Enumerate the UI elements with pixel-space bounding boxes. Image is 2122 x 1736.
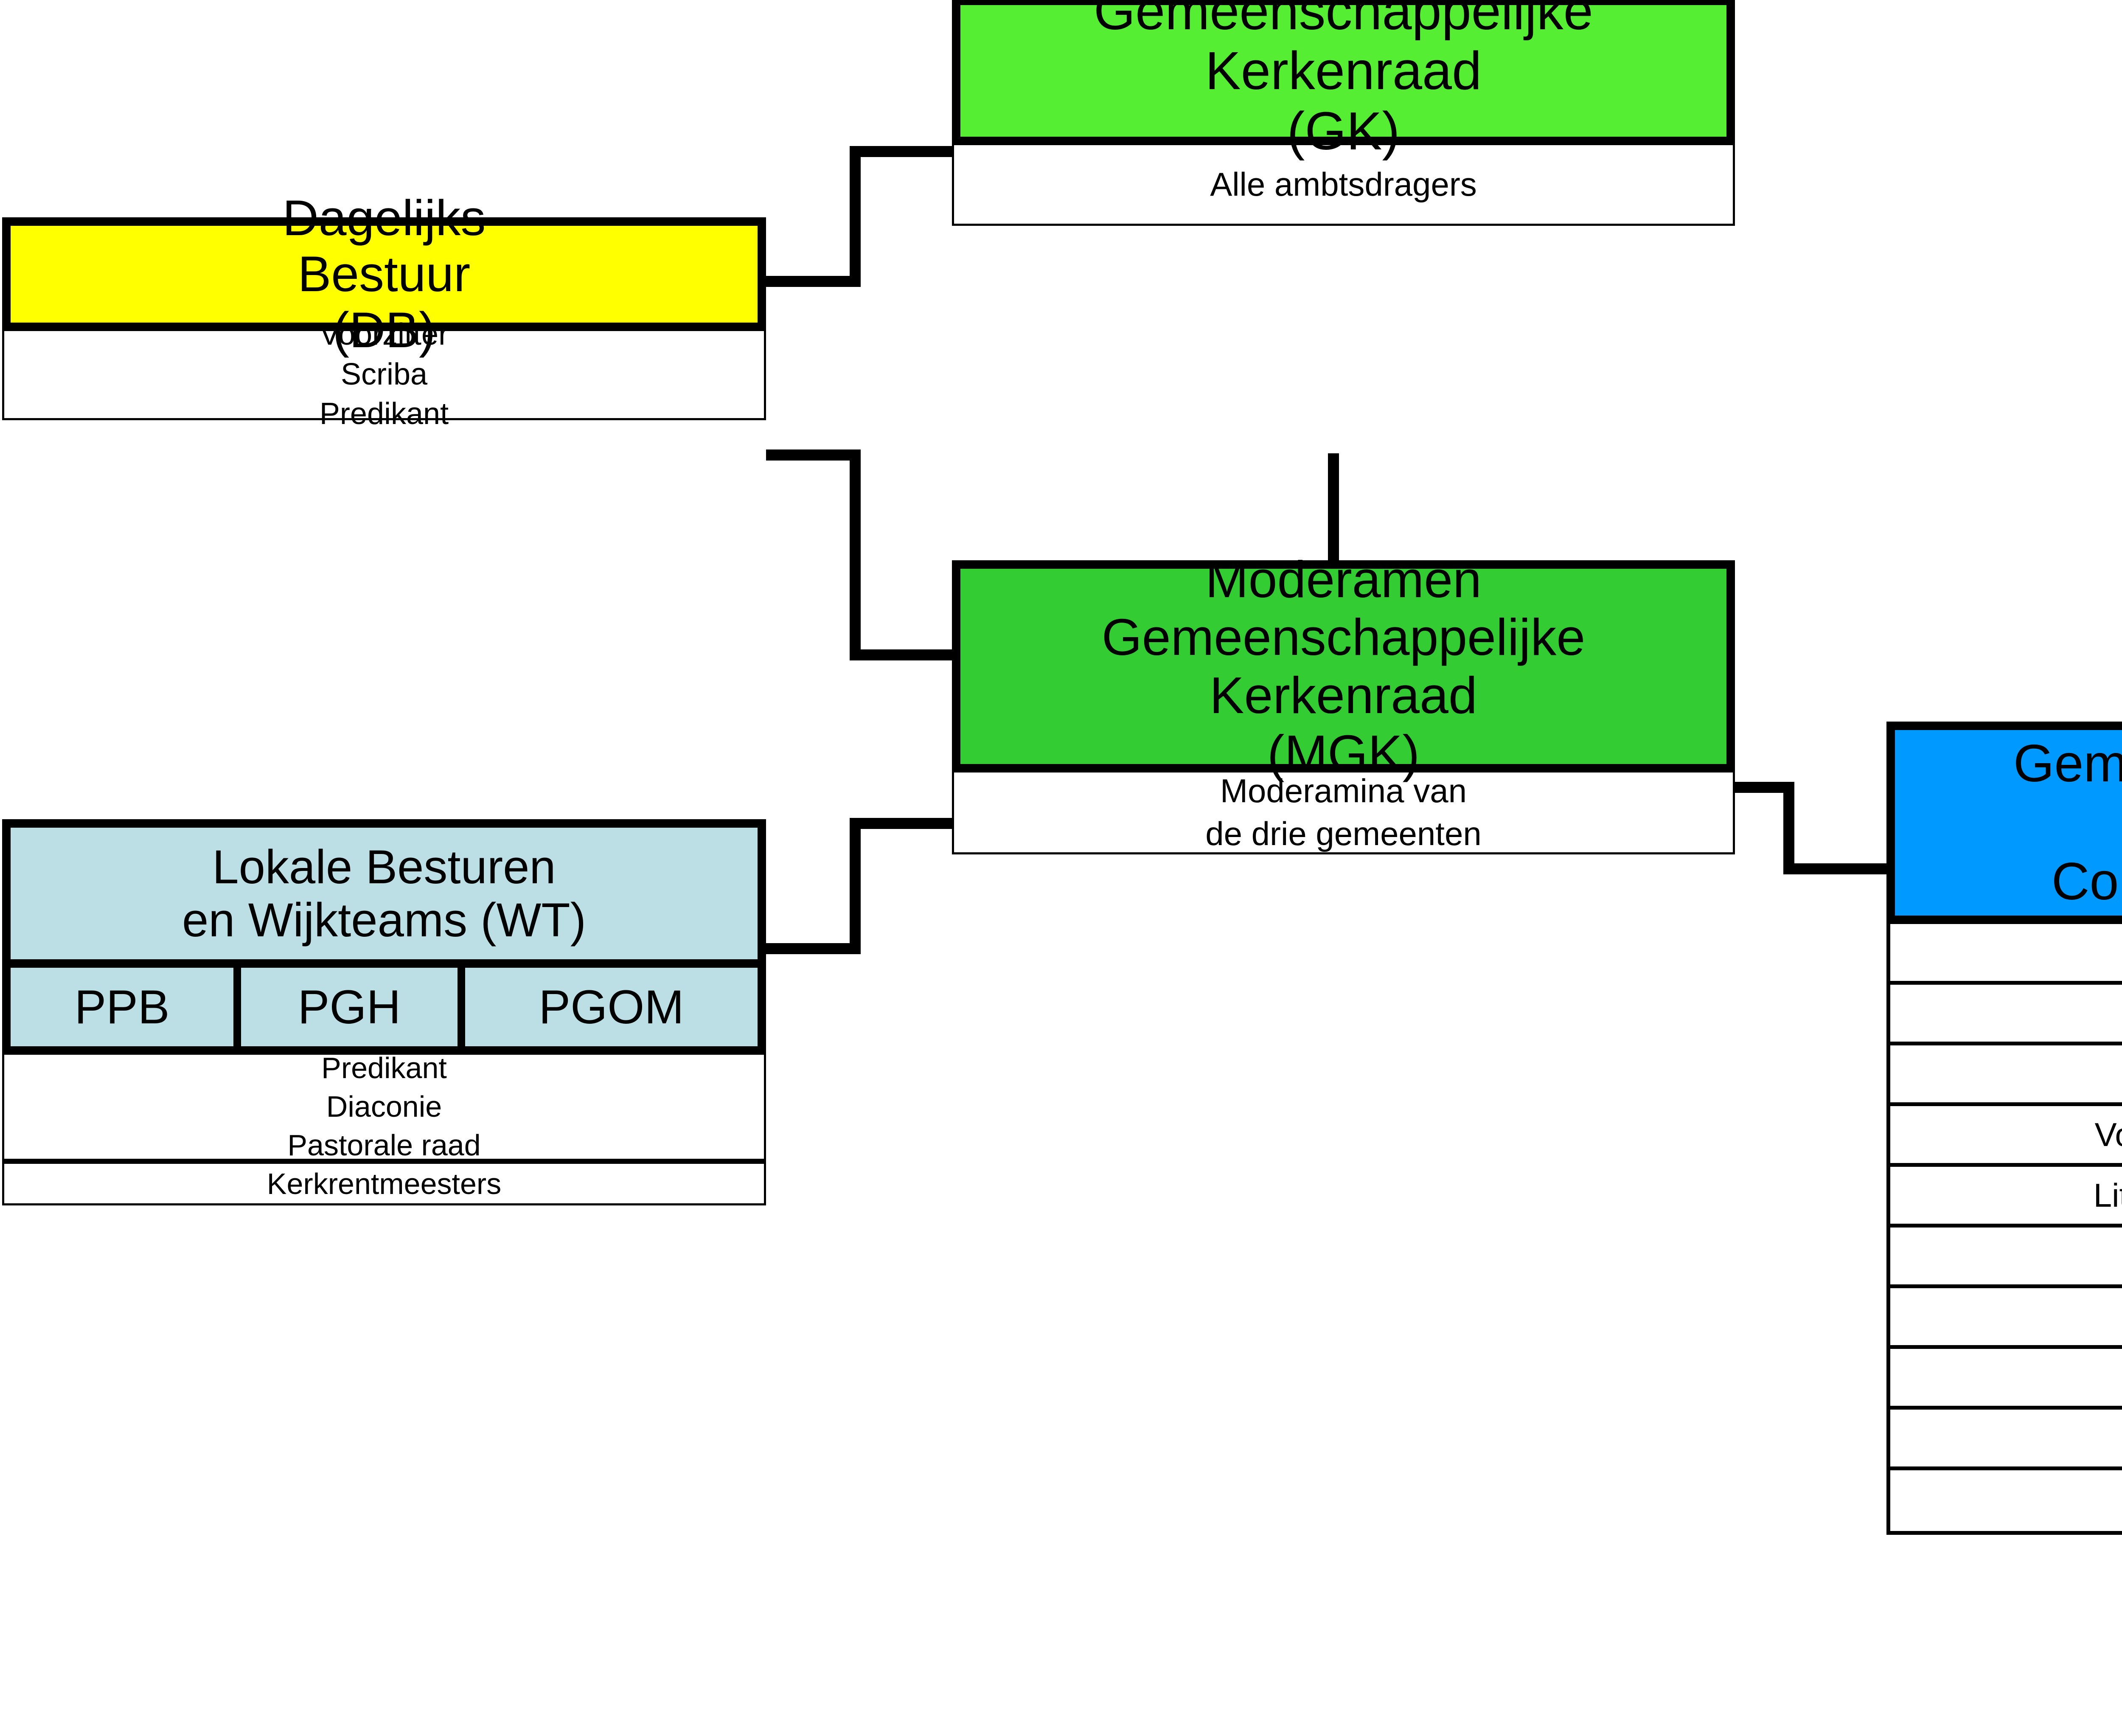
db-header-line-1: Dagelijks [282,190,486,246]
node-gemeenschappelijke-kerkenraad[interactable]: Gemeenschappelijke Kerkenraad (GK) Alle … [952,0,1735,226]
wt-subcell-row: PPB PGH PGOM [2,968,766,1055]
db-header: Dagelijks Bestuur (DB) [2,190,766,358]
node-gemeenschappelijke-colleges-commissies[interactable]: Gemeenschappelijke Colleges en Commissie… [1886,722,2122,1535]
mgk-header-line-2: Gemeenschappelijke [1101,608,1586,666]
mgk-header-line-4: (MGK) [1267,724,1420,782]
mgk-body-line-1: Moderamina van [1220,772,1467,809]
mgk-header-line-1: Moderamen [1205,550,1482,608]
db-header-line-3: (DB) [332,302,436,359]
node-lokale-besturen-wijkteams[interactable]: Lokale Besturen en Wijkteams (WT) PPB PG… [2,819,766,1205]
wt-footer-kerkrentmeesters: Kerkrentmeesters [2,1161,766,1205]
gc-list-item[interactable]: Kerkrentmeesters [1890,924,2122,985]
gk-body-line-1: Alle ambtsdragers [1210,165,1477,203]
gc-header-line-2: Colleges en [2120,793,2122,852]
wt-body-line-1: Predikant [321,1051,447,1084]
gc-list-item[interactable]: Diaconie - ZWO [1890,985,2122,1045]
node-moderamen-gemeenschappelijke-kerkenraad[interactable]: Moderamen Gemeenschappelijke Kerkenraad … [952,551,1735,854]
node-dagelijks-bestuur[interactable]: Dagelijks Bestuur (DB) Voorzitter Scriba… [2,190,766,431]
wt-header: Lokale Besturen en Wijkteams (WT) [2,819,766,968]
connector-mgk-to-gc [1735,782,1886,874]
db-body: Voorzitter Scriba Predikant [2,317,766,431]
mgk-header: Moderamen Gemeenschappelijke Kerkenraad … [952,551,1735,782]
mgk-body: Moderamina van de drie gemeenten [952,772,1735,854]
gk-body: Alle ambtsdragers [952,145,1735,226]
gc-header: Gemeenschappelijke Colleges en Commissie… [1886,722,2122,924]
gc-list-item[interactable]: Website [1890,1410,2122,1470]
db-body-line-1: Voorzitter [319,317,449,352]
db-body-line-3: Predikant [319,397,449,431]
gc-list-item[interactable]: Classis [1890,1349,2122,1410]
connector-db-to-mgk [766,449,952,660]
wt-subcell-ppb[interactable]: PPB [11,968,233,1046]
gk-header-line-1: Gemeenschappelijke [1094,0,1593,41]
gc-list-item[interactable]: Liturgie - Kerkdiensten [1890,1167,2122,1228]
gc-list-item[interactable]: Drieluik [1890,1288,2122,1349]
wt-body-line-2: Diaconie [326,1090,442,1123]
mgk-header-line-3: Kerkenraad [1210,666,1477,724]
mgk-body-line-2: de drie gemeenten [1205,815,1482,852]
connector-db-to-gk [766,146,952,287]
gc-committee-list: Kerkrentmeesters Diaconie - ZWO Jeugdwer… [1886,924,2122,1535]
gc-list-item[interactable]: Jeugdwerk [1890,1045,2122,1106]
gc-list-item[interactable]: Vorming en Toerusting [1890,1106,2122,1167]
wt-header-line-2: en Wijkteams (WT) [182,893,586,947]
connector-wt-to-mgk [766,818,952,954]
db-body-line-2: Scriba [340,357,428,391]
gk-header-line-2: Kerkenraad [1205,41,1482,101]
wt-body-line-3: Pastorale raad [287,1129,481,1162]
gc-list-item-empty[interactable] [1890,1470,2122,1531]
gc-list-item[interactable]: Pastorale raad [1890,1228,2122,1288]
wt-header-line-1: Lokale Besturen [212,840,556,893]
db-header-line-2: Bestuur [298,246,471,302]
gc-header-line-1: Gemeenschappelijke [2013,734,2122,793]
gk-header-line-3: (GK) [1287,101,1400,161]
gc-header-line-3: Commissies (GC) [2051,852,2122,911]
wt-subcell-pgom[interactable]: PGOM [465,968,758,1046]
wt-body: Predikant Diaconie Pastorale raad [2,1051,766,1162]
wt-subcell-pgh[interactable]: PGH [241,968,458,1046]
gk-header: Gemeenschappelijke Kerkenraad (GK) [952,0,1735,161]
